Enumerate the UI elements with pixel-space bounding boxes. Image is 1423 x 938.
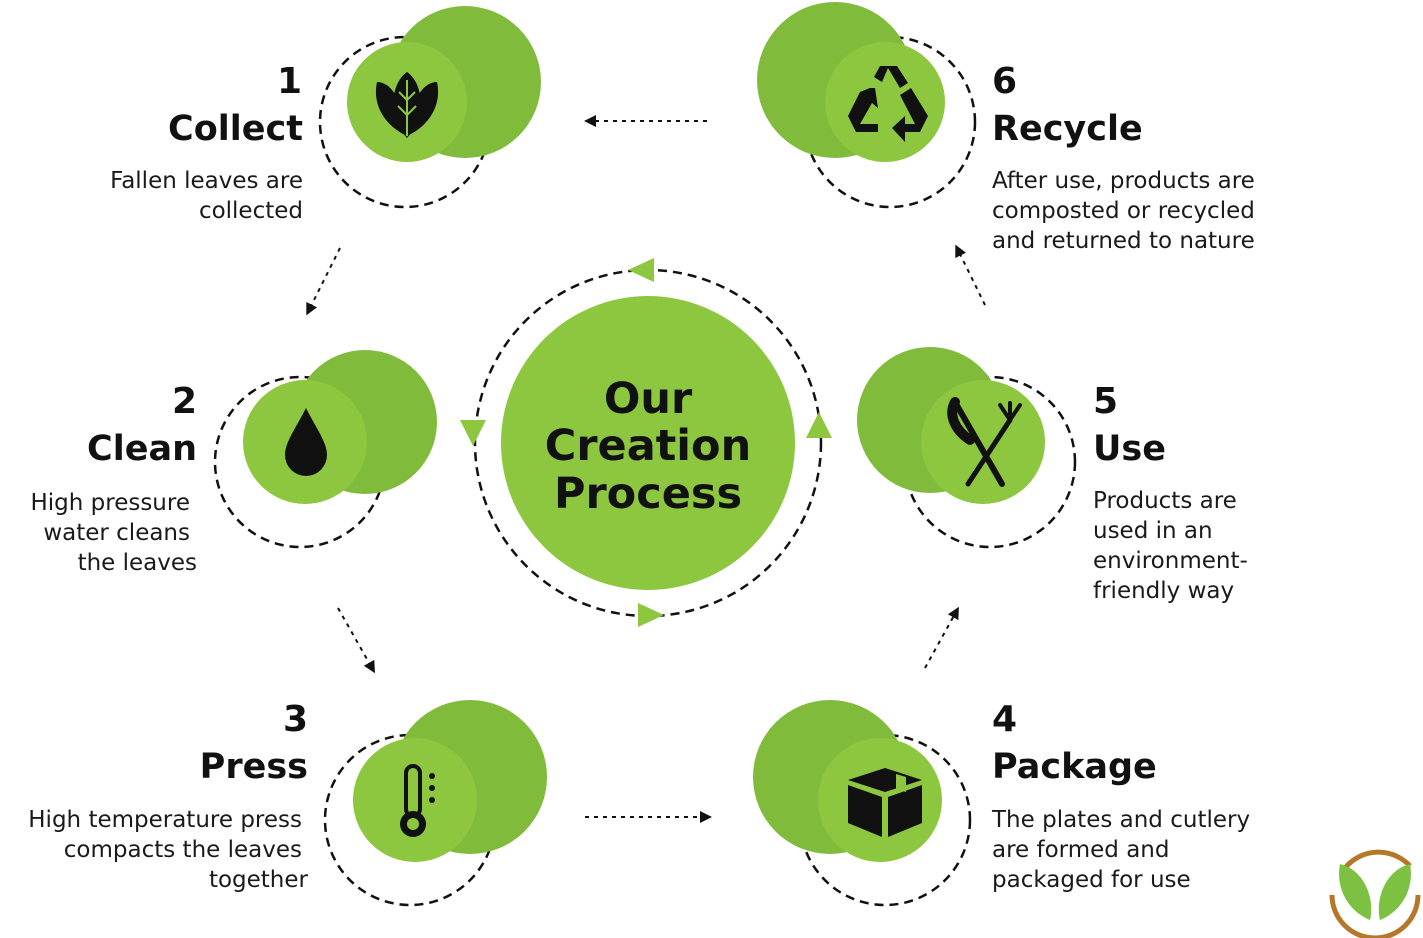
cycle-arrow-right-icon	[638, 603, 664, 627]
step-description: The plates and cutlery	[991, 807, 1250, 833]
step-description: environment-	[1093, 548, 1248, 574]
step-description: water cleans	[43, 520, 190, 546]
step-title: Use	[1093, 429, 1166, 469]
step-description: friendly way	[1093, 578, 1234, 604]
step-title: Package	[992, 747, 1157, 787]
cycle-arrow-up-icon	[806, 412, 832, 438]
leaves-icon	[375, 72, 439, 138]
center-title-line: Process	[554, 469, 742, 519]
step-title: Recycle	[992, 109, 1143, 149]
step-description: packaged for use	[992, 867, 1191, 893]
step-number: 4	[992, 699, 1017, 740]
box-icon	[848, 768, 922, 837]
step-number: 1	[277, 61, 302, 102]
step-package: 4 Package The plates and cutlery are for…	[753, 699, 1250, 907]
step-description: Fallen leaves are	[110, 168, 303, 194]
step-number: 5	[1093, 381, 1118, 422]
step-description: the leaves	[78, 550, 197, 576]
step-description: After use, products are	[992, 168, 1255, 194]
connector-arrow-5-to-6	[955, 244, 986, 306]
step-number: 2	[172, 381, 197, 422]
center-title-line: Creation	[545, 421, 751, 471]
cutlery-icon	[947, 397, 1022, 487]
step-use: 5 Use Products are used in an environmen…	[857, 347, 1248, 604]
step-title: Press	[200, 747, 308, 787]
step-title: Clean	[87, 429, 197, 469]
step-description: composted or recycled	[992, 198, 1255, 224]
step-clean: 2 Clean High pressure water cleans the l…	[30, 350, 437, 576]
step-recycle: 6 Recycle After use, products are compos…	[757, 2, 1255, 254]
brand-logo	[1329, 849, 1421, 938]
center-title-line: Our	[604, 374, 693, 424]
step-description: Products are	[1093, 488, 1237, 514]
step-description: High pressure	[30, 490, 190, 516]
step-description: used in an	[1093, 518, 1213, 544]
step-title: Collect	[168, 109, 303, 149]
connector-arrow-2-to-3	[337, 607, 375, 674]
step-description: collected	[199, 198, 303, 224]
cycle-arrow-left-icon	[628, 258, 654, 282]
step-press: 3 Press High temperature press compacts …	[28, 699, 547, 907]
step-description: compacts the leaves	[64, 837, 302, 863]
step-description: are formed and	[992, 837, 1169, 863]
recycle-icon	[848, 66, 928, 142]
connector-arrow-4-to-5	[924, 606, 959, 669]
water-drop-icon	[285, 408, 327, 476]
step-description: High temperature press	[28, 807, 302, 833]
step-description: and returned to nature	[992, 228, 1255, 254]
connector-arrow-1-to-2	[306, 247, 341, 316]
step-number: 3	[283, 699, 308, 740]
step-collect: 1 Collect Fallen leaves are collected	[110, 6, 541, 224]
center-hub: Our Creation Process	[460, 258, 832, 627]
cycle-arrow-down-icon	[460, 420, 486, 446]
center-circle	[501, 296, 795, 590]
step-description: together	[209, 867, 309, 893]
thermometer-icon	[400, 764, 435, 837]
step-number: 6	[992, 61, 1017, 102]
